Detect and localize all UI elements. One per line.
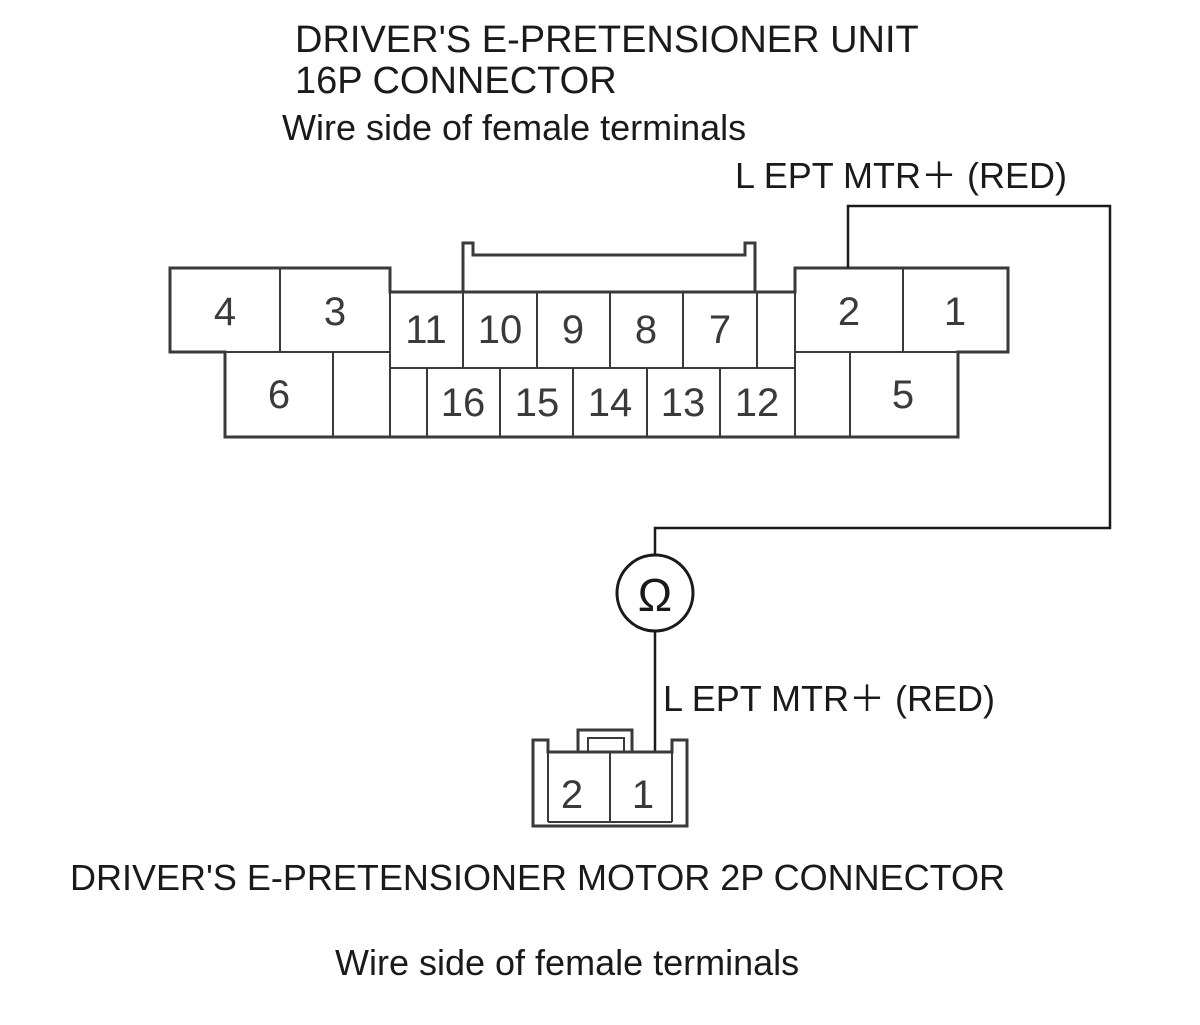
pin-16: 16 bbox=[441, 381, 486, 425]
pin-15: 15 bbox=[515, 381, 560, 425]
motor-connector-view-label: Wire side of female terminals bbox=[335, 942, 799, 983]
motor-wire-label: L EPT MTR＋ (RED) bbox=[663, 678, 995, 719]
pin-12: 12 bbox=[735, 381, 780, 425]
ohm-symbol: Ω bbox=[638, 569, 672, 621]
motor-connector-title: DRIVER'S E-PRETENSIONER MOTOR 2P CONNECT… bbox=[70, 857, 1005, 898]
pin-2: 2 bbox=[838, 290, 860, 334]
pin-6: 6 bbox=[268, 373, 290, 417]
connector-latch bbox=[461, 241, 757, 295]
pin-3: 3 bbox=[324, 290, 346, 334]
pin-14: 14 bbox=[588, 381, 633, 425]
pin-7: 7 bbox=[709, 308, 731, 352]
test-lead-upper bbox=[653, 204, 1112, 562]
pin-5: 5 bbox=[892, 373, 914, 417]
pin-9: 9 bbox=[562, 308, 584, 352]
unit-wire-label: L EPT MTR＋ (RED) bbox=[735, 155, 1067, 196]
pin-13: 13 bbox=[661, 381, 706, 425]
pin-1: 1 bbox=[944, 290, 966, 334]
unit-connector-title-line1: DRIVER'S E-PRETENSIONER UNIT bbox=[295, 19, 919, 61]
pin-8: 8 bbox=[635, 308, 657, 352]
motor-pin-1: 1 bbox=[632, 773, 654, 817]
unit-connector-view-label: Wire side of female terminals bbox=[282, 107, 746, 148]
motor-2p-connector: 2 1 bbox=[531, 728, 689, 828]
pin-4: 4 bbox=[214, 290, 236, 334]
ohmmeter-symbol: Ω bbox=[615, 553, 695, 633]
unit-16p-connector: 4 3 11 10 9 8 7 2 1 6 16 15 14 13 12 5 bbox=[168, 241, 1010, 439]
pin-11: 11 bbox=[405, 308, 447, 352]
latch-window bbox=[587, 737, 625, 753]
motor-pin-2: 2 bbox=[561, 773, 583, 817]
pin-10: 10 bbox=[478, 308, 523, 352]
unit-connector-title-line2: 16P CONNECTOR bbox=[295, 60, 617, 102]
